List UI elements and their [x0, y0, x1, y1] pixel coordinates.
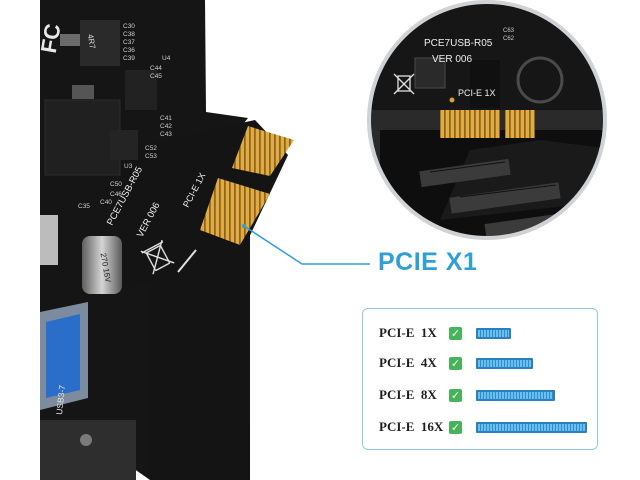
callout-leader-line: [243, 225, 370, 265]
inset-slot-label: PCI-E 1X: [458, 88, 496, 98]
silk-c46: C46: [110, 191, 122, 198]
inset-model-label: PCE7USB-R05: [424, 38, 493, 49]
check-icon: ✓: [449, 356, 462, 370]
silk-c39: C39: [123, 55, 135, 62]
check-icon: ✓: [449, 420, 462, 434]
leader-dot: [242, 224, 246, 228]
silk-c37: C37: [123, 39, 135, 46]
slot-bar-4x: [476, 357, 533, 369]
crystal: [72, 85, 94, 99]
bracket: [40, 420, 136, 480]
silk-u3: U3: [124, 163, 133, 170]
legend-label-16x: PCI-E 16X: [379, 419, 444, 434]
chip-label: 4R7: [86, 33, 98, 50]
silk-c50: C50: [110, 181, 122, 188]
legend-label-1x: PCI-E 1X: [379, 325, 437, 340]
inset-cap-c63: C63: [503, 28, 515, 34]
silk-c44: C44: [150, 65, 162, 72]
brand-mark: FC: [36, 22, 66, 55]
side-component: [40, 215, 58, 265]
inductor-chip: [80, 20, 120, 66]
silk-c42: C42: [160, 123, 172, 130]
controller-chip: [44, 99, 121, 176]
chip-pad: [60, 34, 80, 46]
usb-port-insert: [46, 314, 80, 398]
slot-compatibility-legend: PCI-E 1X ✓ PCI-E 4X ✓ PCI-E 8X ✓ PCI-E 1…: [362, 308, 598, 450]
legend-row-1x: PCI-E 1X ✓: [379, 323, 511, 343]
silk-c53: C53: [145, 153, 157, 160]
legend-label-8x: PCI-E 8X: [379, 387, 437, 402]
silk-c35: C35: [78, 203, 90, 210]
pcie-x1-callout-label: PCIE X1: [378, 248, 478, 276]
silk-u4: U4: [162, 55, 171, 62]
legend-label-4x: PCI-E 4X: [379, 355, 437, 370]
slot-bar-8x: [476, 389, 555, 401]
regulator-chip: [125, 70, 157, 110]
silk-c30: C30: [123, 23, 135, 30]
slot-bar-1x: [476, 327, 511, 339]
pcb-connector-foot: [150, 244, 250, 480]
bracket-screw: [80, 434, 92, 446]
gold-contacts-upper: [232, 126, 294, 176]
silk-c36: C36: [123, 47, 135, 54]
silk-stroke: [177, 249, 197, 273]
weee-bin-icon: [140, 239, 175, 275]
slot-closeup-inset: PCE7USB-R05 VER 006 PCI-E 1X C63 C62: [367, 0, 607, 240]
silk-c41: C41: [160, 115, 172, 122]
capacitor: [82, 236, 122, 294]
silk-c52: C52: [145, 145, 157, 152]
small-chip: [110, 130, 138, 160]
legend-row-16x: PCI-E 16X ✓: [379, 417, 587, 437]
silk-c40: C40: [100, 199, 112, 206]
check-icon: ✓: [449, 388, 462, 402]
inset-version-label: VER 006: [432, 54, 472, 65]
inset-weee-bin-icon: [393, 73, 415, 95]
gold-contacts-lower: [200, 178, 270, 245]
check-icon: ✓: [449, 326, 462, 340]
silk-c38: C38: [123, 31, 135, 38]
slot-bar-16x: [476, 421, 587, 433]
port-label: USB3-7: [54, 384, 67, 415]
inset-cap-c62: C62: [503, 36, 515, 42]
legend-row-8x: PCI-E 8X ✓: [379, 385, 555, 405]
silk-c45: C45: [150, 73, 162, 80]
silk-c43: C43: [160, 131, 172, 138]
legend-row-4x: PCI-E 4X ✓: [379, 353, 533, 373]
